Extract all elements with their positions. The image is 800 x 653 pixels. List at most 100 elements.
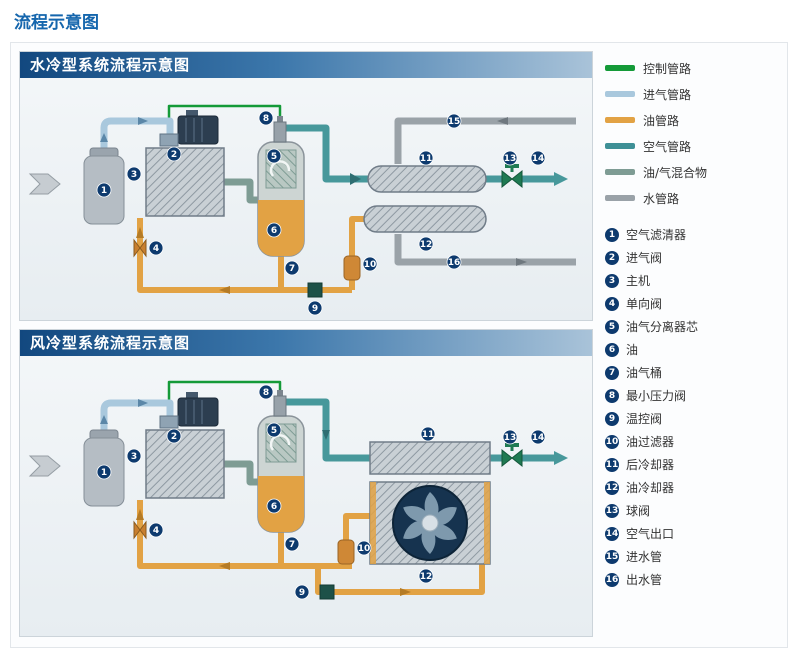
main-unit <box>145 147 225 217</box>
intake-pipe <box>100 117 174 156</box>
panel-water-cooled: 水冷型系统流程示意图 <box>19 51 593 321</box>
legend-item-15: 15 进水管 <box>605 545 783 568</box>
badge-air-filter: 1 <box>96 182 112 198</box>
badge-check-valve: 4 <box>148 522 164 538</box>
air-inlet-arrow <box>28 455 61 477</box>
item-number-badge: 15 <box>605 549 619 564</box>
ball-valve <box>501 443 523 468</box>
item-number-badge: 12 <box>605 480 619 495</box>
item-number-badge: 5 <box>605 319 619 334</box>
svg-text:14: 14 <box>532 433 545 443</box>
intake-pipe <box>100 399 174 438</box>
legend-item-12: 12 油冷却器 <box>605 476 783 499</box>
badge-main-unit: 3 <box>126 448 142 464</box>
svg-text:9: 9 <box>299 588 305 598</box>
oil-pipe <box>136 216 364 294</box>
item-number-badge: 16 <box>605 572 619 587</box>
check-valve <box>133 238 147 258</box>
main-unit <box>145 429 225 499</box>
panel-air-cooled: 风冷型系统流程示意图 <box>19 329 593 637</box>
badge-ball-valve: 13 <box>502 150 518 166</box>
oil-line-swatch <box>605 117 635 123</box>
after-cooler <box>367 165 487 193</box>
badge-separator-core: 5 <box>266 148 282 164</box>
temperature-control-valve <box>319 584 335 600</box>
air-pipe <box>286 398 568 465</box>
svg-text:6: 6 <box>271 502 277 512</box>
motor <box>177 110 219 145</box>
svg-text:14: 14 <box>532 154 545 164</box>
item-label: 油气桶 <box>626 366 663 380</box>
intake-line-swatch <box>605 91 635 97</box>
ball-valve <box>501 164 523 189</box>
badge-water-inlet: 15 <box>446 113 462 129</box>
legend-line-oil: 油管路 <box>605 107 783 133</box>
svg-text:13: 13 <box>504 154 517 164</box>
item-label: 后冷却器 <box>626 458 675 472</box>
svg-text:4: 4 <box>153 526 159 536</box>
oil-pipe <box>136 500 485 596</box>
item-label: 温控阀 <box>626 412 663 426</box>
control-line <box>167 380 282 412</box>
air-line-swatch <box>605 143 635 149</box>
water-cooled-diagram: 1 2 3 4 5 6 7 8 9 10 11 12 13 14 15 16 <box>28 104 576 316</box>
badge-check-valve: 4 <box>148 240 164 256</box>
legend-line-air: 空气管路 <box>605 133 783 159</box>
item-label: 油气分离器芯 <box>626 320 699 334</box>
svg-text:12: 12 <box>420 240 433 250</box>
badge-intake-valve: 2 <box>166 428 182 444</box>
temperature-control-valve <box>307 282 323 298</box>
badge-oil: 6 <box>266 498 282 514</box>
svg-text:8: 8 <box>263 114 269 124</box>
cooling-fan <box>392 485 468 561</box>
badge-intake-valve: 2 <box>166 146 182 162</box>
item-label: 空气出口 <box>626 527 675 541</box>
svg-text:5: 5 <box>271 152 277 162</box>
item-number-badge: 11 <box>605 457 619 472</box>
badge-oil-gas-tank: 7 <box>284 536 300 552</box>
svg-text:1: 1 <box>101 468 107 478</box>
water-outlet-pipe <box>394 234 576 266</box>
svg-text:5: 5 <box>271 426 277 436</box>
svg-text:3: 3 <box>131 452 137 462</box>
svg-text:4: 4 <box>153 244 159 254</box>
item-number-badge: 3 <box>605 273 619 288</box>
badge-oil: 6 <box>266 222 282 238</box>
oil-filter <box>343 255 361 281</box>
badge-main-unit: 3 <box>126 166 142 182</box>
svg-text:13: 13 <box>504 433 517 443</box>
item-label: 油过滤器 <box>626 435 675 449</box>
oil-gas-tank <box>257 141 305 257</box>
minimum-pressure-valve <box>273 390 287 417</box>
badge-after-cooler: 11 <box>420 426 436 442</box>
water-line-swatch <box>605 195 635 201</box>
check-valve <box>133 520 147 540</box>
item-label: 球阀 <box>626 504 651 518</box>
item-label: 油冷却器 <box>626 481 675 495</box>
legend-line-control: 控制管路 <box>605 55 783 81</box>
legend-line-mixture: 油/气混合物 <box>605 159 783 185</box>
item-number-badge: 13 <box>605 503 619 518</box>
badge-water-outlet: 16 <box>446 254 462 270</box>
after-cooler <box>369 441 491 475</box>
item-label: 进水管 <box>626 550 663 564</box>
control-line-swatch <box>605 65 635 71</box>
item-label: 进气阀 <box>626 251 663 265</box>
intake-valve <box>159 133 179 147</box>
badge-oil-gas-tank: 7 <box>284 260 300 276</box>
mixture-line-swatch <box>605 169 635 175</box>
svg-text:16: 16 <box>448 258 461 268</box>
panel-water-title: 水冷型系统流程示意图 <box>30 56 191 74</box>
legend-item-5: 5 油气分离器芯 <box>605 315 783 338</box>
legend-item-13: 13 球阀 <box>605 499 783 522</box>
item-label: 油 <box>626 343 639 357</box>
oil-cooler <box>363 205 487 233</box>
air-inlet-arrow <box>28 173 61 195</box>
oil-gas-tank <box>257 415 305 533</box>
panel-water-header: 水冷型系统流程示意图 <box>20 52 592 78</box>
